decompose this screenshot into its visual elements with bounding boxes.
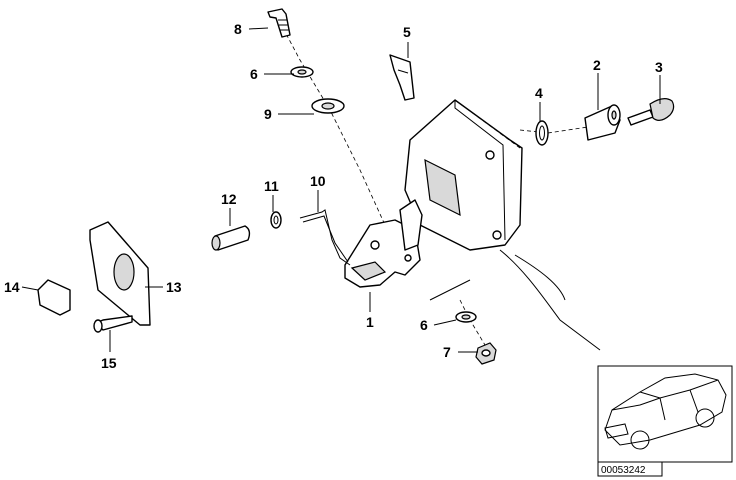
callout-1: 1 <box>366 314 374 330</box>
callout-14: 14 <box>4 279 20 295</box>
callout-6-top: 6 <box>250 66 258 82</box>
callout-11: 11 <box>264 178 279 194</box>
washer-top <box>290 66 314 78</box>
body-contour <box>429 249 601 351</box>
bolt <box>267 8 291 38</box>
screw <box>93 315 133 333</box>
callout-12: 12 <box>221 191 237 207</box>
fuel-filler-housing <box>404 99 523 251</box>
leader-lines <box>21 27 661 353</box>
callout-10: 10 <box>310 173 326 189</box>
reference-box: 00053242 <box>597 461 663 477</box>
spring-rod <box>299 209 351 266</box>
washer-small <box>270 211 282 229</box>
lock-cylinder <box>584 104 621 141</box>
vehicle-thumbnail <box>597 365 733 463</box>
rubber-buffer <box>211 225 251 251</box>
callout-labels: 8 6 9 5 4 2 3 10 11 12 1 13 14 15 6 7 <box>4 21 663 371</box>
cover-cap <box>37 279 71 316</box>
clip <box>389 54 415 101</box>
callout-9: 9 <box>264 106 272 122</box>
callout-8: 8 <box>234 21 242 37</box>
lock-latch-assembly <box>344 199 423 288</box>
callout-13: 13 <box>166 279 182 295</box>
callout-6-bottom: 6 <box>420 317 428 333</box>
gasket-plate <box>89 221 151 326</box>
key <box>627 98 675 126</box>
callout-15: 15 <box>101 355 117 371</box>
washer-large <box>311 98 345 114</box>
callout-5: 5 <box>403 24 411 40</box>
reference-number: 00053242 <box>601 465 646 476</box>
callout-4: 4 <box>535 85 543 101</box>
callout-7: 7 <box>443 344 451 360</box>
washer-bottom <box>455 311 477 323</box>
callout-2: 2 <box>593 57 601 73</box>
nut <box>475 342 497 365</box>
o-ring <box>535 120 549 146</box>
callout-3: 3 <box>655 59 663 75</box>
